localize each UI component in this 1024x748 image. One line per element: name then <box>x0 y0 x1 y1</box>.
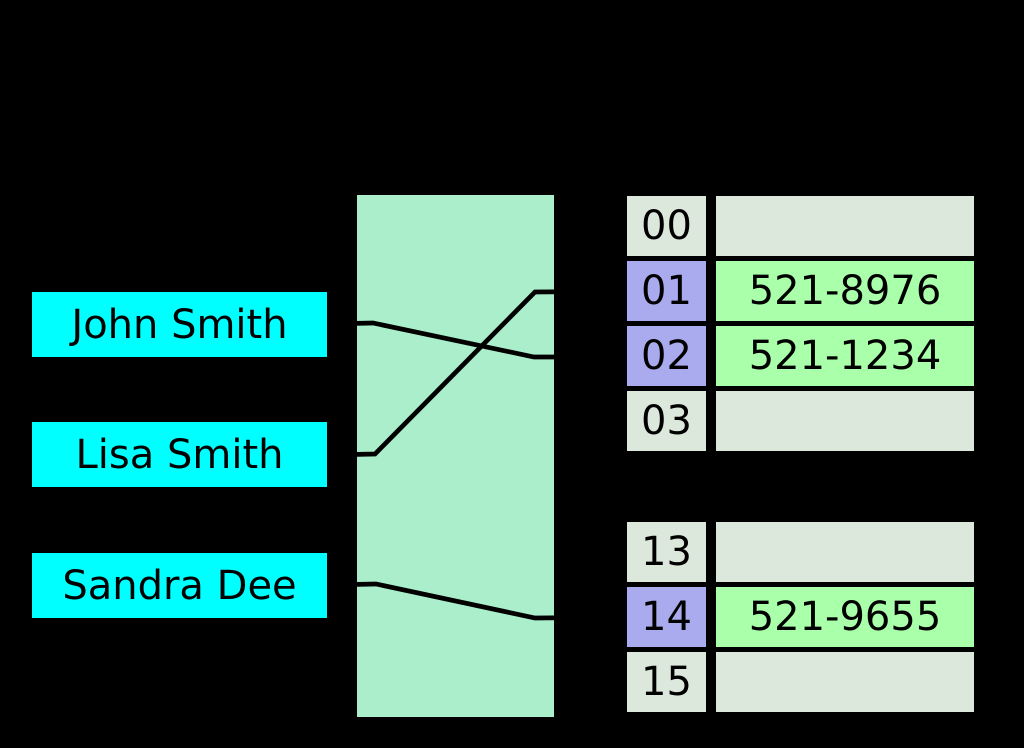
bucket-index-15: 15 <box>623 648 710 716</box>
key-box-lisa-smith: Lisa Smith <box>32 422 327 487</box>
bucket-value-02: 521-1234 <box>712 322 978 390</box>
bucket-value-01: 521-8976 <box>712 257 978 325</box>
key-label: Lisa Smith <box>75 431 284 478</box>
bucket-index-00: 00 <box>623 192 710 260</box>
bucket-value-13 <box>712 518 978 586</box>
key-label: Sandra Dee <box>62 562 297 609</box>
bucket-index-03: 03 <box>623 387 710 455</box>
bucket-index-02: 02 <box>623 322 710 390</box>
key-box-sandra-dee: Sandra Dee <box>32 553 327 618</box>
bucket-index-13: 13 <box>623 518 710 586</box>
bucket-value-00 <box>712 192 978 260</box>
key-label: John Smith <box>71 301 288 348</box>
hash-function-box <box>357 195 554 717</box>
bucket-index-01: 01 <box>623 257 710 325</box>
bucket-value-15 <box>712 648 978 716</box>
connection-line-lisa-to-01 <box>326 288 661 458</box>
key-box-john-smith: John Smith <box>32 292 327 357</box>
bucket-value-14: 521-9655 <box>712 583 978 651</box>
bucket-value-03 <box>712 387 978 455</box>
connection-line-sandra-to-14 <box>326 581 661 621</box>
bucket-index-14: 14 <box>623 583 710 651</box>
connection-line-john-to-02 <box>326 320 660 360</box>
